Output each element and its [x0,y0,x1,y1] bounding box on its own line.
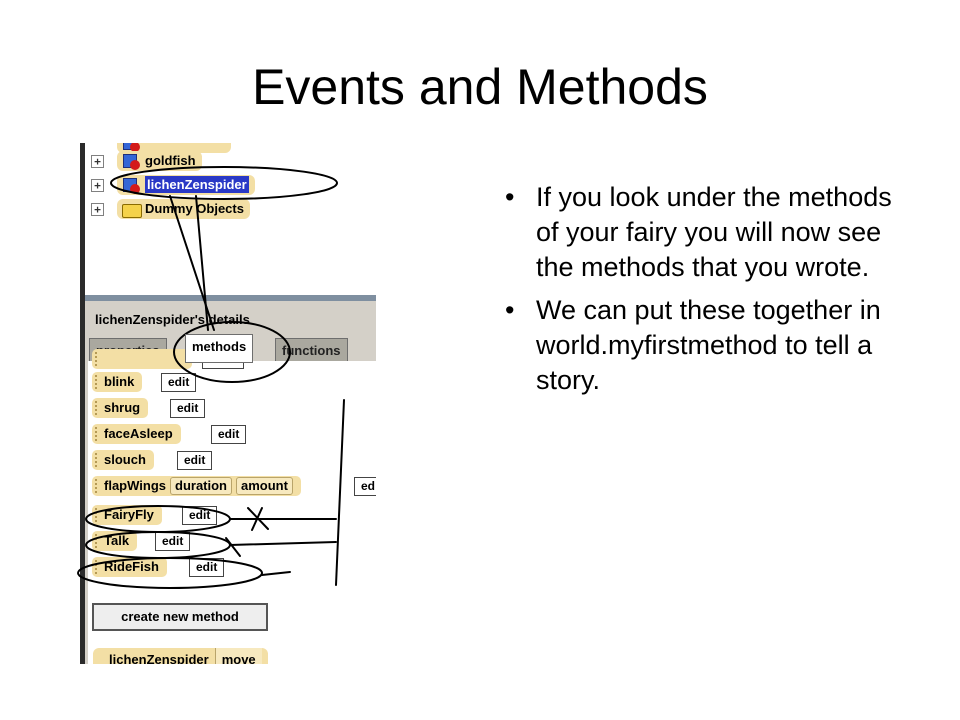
edit-button[interactable]: edit [170,399,206,418]
method-tile-faceasleep[interactable]: faceAsleep [92,424,181,444]
slide-title: Events and Methods [252,59,708,115]
tree-tile-selected[interactable]: lichenZenspider [117,175,255,195]
bullet-dot-icon: • [505,295,515,325]
method-tile-cropped[interactable] [92,349,192,369]
bullet-text: We can put these together in world.myfir… [536,295,881,395]
tree-row-cropped[interactable] [85,143,375,155]
object-name: lichenZenspider [109,652,209,664]
object-icon [123,143,140,152]
object-method-tile[interactable]: lichenZenspider move [93,648,268,664]
bullet-list: • If you look under the methods of your f… [505,180,895,406]
method-name: flapWings [104,478,166,493]
folder-icon [122,204,142,218]
method-name: move [214,648,262,664]
bullet-item: • If you look under the methods of your f… [505,180,895,285]
edit-button[interactable]: edit [155,532,191,551]
window-border [80,143,85,664]
tree-item-goldfish[interactable]: + goldfish [85,151,375,173]
alice-screenshot: + goldfish + lichenZenspider + Dummy Obj… [80,143,376,664]
param-duration[interactable]: duration [170,477,232,495]
object-icon [123,178,140,194]
edit-button[interactable]: edit [182,506,218,525]
method-tile-ridefish[interactable]: RideFish [92,557,167,577]
tree-item-lichenzenspider[interactable]: + lichenZenspider [85,175,375,197]
tree-tile[interactable]: Dummy Objects [117,199,250,219]
object-icon [123,154,140,170]
edit-button[interactable]: ed [354,477,376,496]
details-pane: lichenZenspider's details properties met… [85,301,376,664]
expand-icon[interactable]: + [91,203,104,216]
method-tile-shrug[interactable]: shrug [92,398,149,418]
method-tile-blink[interactable]: blink [92,372,143,392]
edit-button[interactable]: edit [161,373,197,392]
tree-item-dummy-objects[interactable]: + Dummy Objects [85,199,375,221]
bullet-text: If you look under the methods of your fa… [536,182,892,282]
pane-splitter[interactable] [85,295,376,301]
details-title: lichenZenspider's details [95,312,250,327]
method-tile-slouch[interactable]: slouch [92,450,154,470]
tab-functions[interactable]: functions [275,338,348,363]
create-new-method-button[interactable]: create new method [92,603,268,631]
tree-tile[interactable]: goldfish [117,151,202,171]
bullet-item: • We can put these together in world.myfi… [505,293,895,398]
expand-icon[interactable]: + [91,155,104,168]
object-tree: + goldfish + lichenZenspider + Dummy Obj… [85,143,376,298]
tab-methods[interactable]: methods [185,334,254,363]
tree-tile-cropped[interactable] [117,143,231,153]
expand-icon[interactable]: + [91,179,104,192]
param-amount[interactable]: amount [236,477,293,495]
method-tile-talk[interactable]: Talk [92,531,138,551]
edit-button[interactable]: edit [189,558,225,577]
edit-button[interactable]: edit [177,451,213,470]
bullet-dot-icon: • [505,182,515,212]
edit-button[interactable]: edit [211,425,247,444]
method-tile-fairyfly[interactable]: FairyFly [92,505,162,525]
